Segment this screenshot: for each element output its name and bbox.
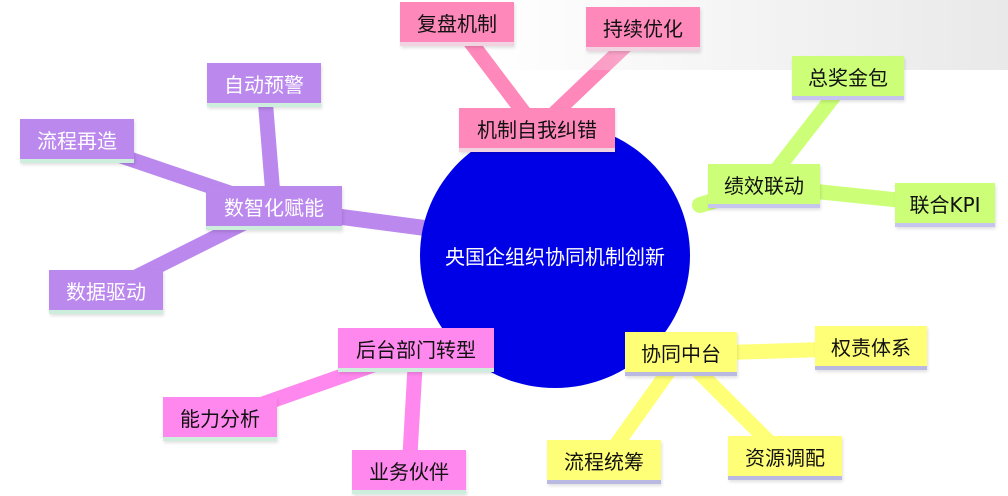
leaf-node[interactable]: 流程再造 [20, 119, 134, 163]
leaf-node[interactable]: 能力分析 [163, 397, 277, 441]
branch-label: 机制自我纠错 [477, 117, 597, 142]
leaf-node[interactable]: 总奖金包 [792, 56, 904, 100]
branch-node-left[interactable]: 数智化赋能 [206, 186, 342, 230]
branch-label: 绩效联动 [724, 173, 804, 198]
branch-label: 协同中台 [641, 341, 721, 366]
leaf-label: 权责体系 [831, 335, 911, 360]
leaf-label: 持续优化 [603, 16, 683, 41]
center-topic-label: 央国企组织协同机制创新 [445, 245, 665, 269]
branch-node-bottom-left[interactable]: 后台部门转型 [338, 328, 494, 372]
leaf-label: 业务伙伴 [369, 459, 449, 484]
leaf-node[interactable]: 联合KPI [895, 183, 995, 227]
leaf-label: 自动预警 [224, 72, 304, 97]
leaf-node[interactable]: 资源调配 [728, 436, 842, 480]
leaf-node[interactable]: 业务伙伴 [352, 450, 466, 494]
branch-node-right-top[interactable]: 绩效联动 [708, 164, 820, 208]
leaf-node[interactable]: 数据驱动 [49, 270, 163, 314]
leaf-label: 总奖金包 [808, 65, 888, 90]
leaf-label: 联合KPI [909, 192, 981, 217]
leaf-node[interactable]: 复盘机制 [400, 2, 514, 46]
leaf-node[interactable]: 持续优化 [586, 7, 700, 51]
leaf-label: 资源调配 [745, 445, 825, 470]
branch-node-top[interactable]: 机制自我纠错 [459, 108, 615, 152]
branch-label: 数智化赋能 [224, 195, 324, 220]
leaf-label: 流程再造 [37, 128, 117, 153]
leaf-node[interactable]: 权责体系 [815, 326, 927, 370]
leaf-label: 复盘机制 [417, 11, 497, 36]
leaf-node[interactable]: 流程统筹 [547, 440, 661, 484]
leaf-label: 能力分析 [180, 406, 260, 431]
leaf-label: 数据驱动 [66, 279, 146, 304]
branch-label: 后台部门转型 [356, 337, 476, 362]
leaf-label: 流程统筹 [564, 449, 644, 474]
leaf-node[interactable]: 自动预警 [207, 63, 321, 107]
branch-node-right-bottom[interactable]: 协同中台 [625, 332, 737, 376]
